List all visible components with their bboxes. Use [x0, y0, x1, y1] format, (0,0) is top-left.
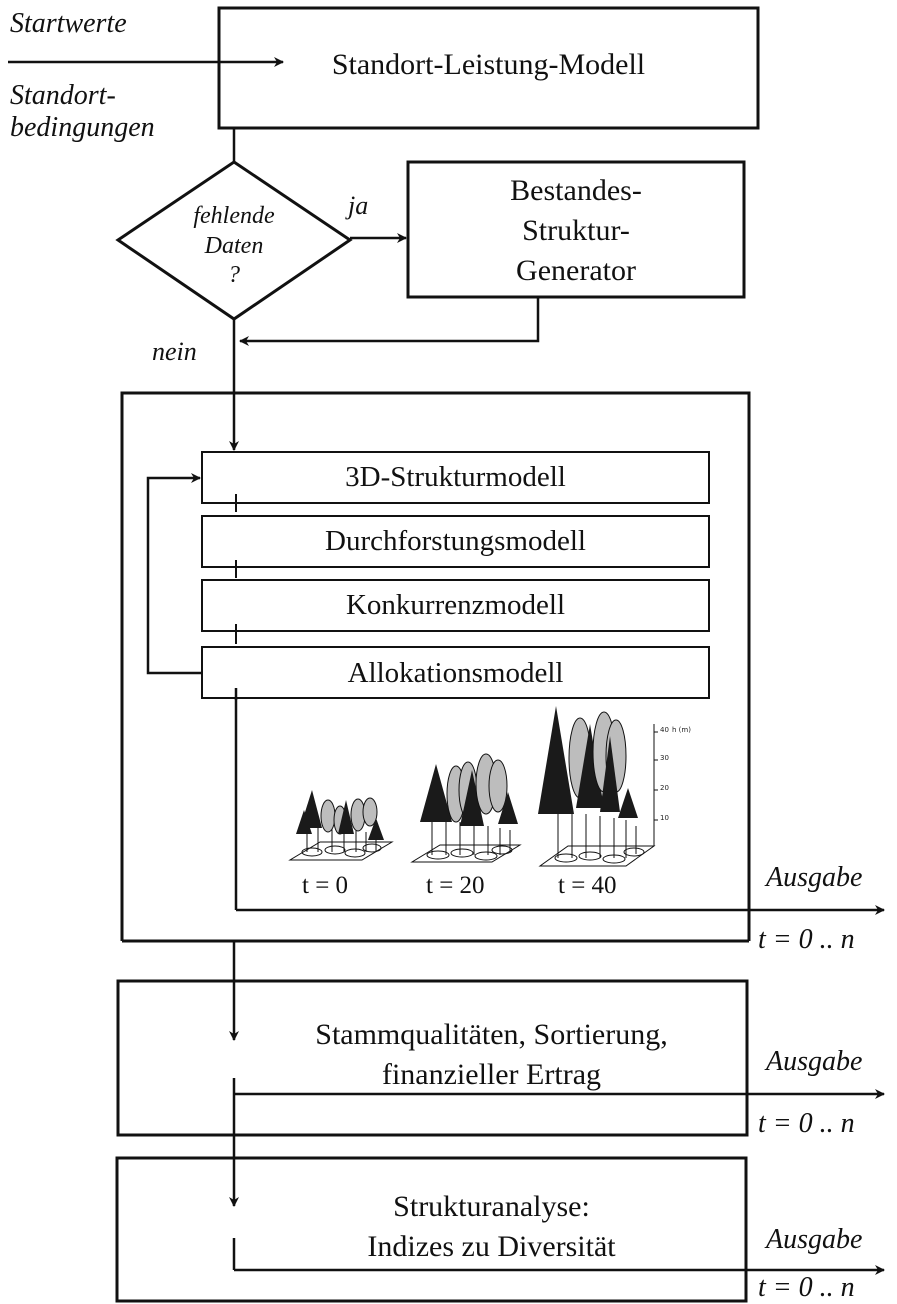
lower-panel-lines: [115, 700, 885, 1303]
submodel-box-3: [201, 579, 710, 632]
submodel-label-3: Konkurrenzmodell: [345, 589, 566, 621]
submodel-label-1: 3D-Strukturmodell: [345, 461, 566, 493]
generator-text-1: Bestandes-: [510, 174, 642, 207]
generator-text-2: Struktur-: [522, 214, 630, 247]
no-label: nein: [152, 337, 197, 366]
analysis-text-2: Indizes zu Diversität: [367, 1230, 616, 1263]
output-label-analysis: Ausgabe: [766, 1224, 863, 1255]
stand-illustrations-lower: [288, 706, 658, 867]
output-range-analysis: t = 0 .. n: [758, 1272, 855, 1303]
height-tick-10-lower: 10: [660, 814, 669, 822]
quality-text-2: finanzieller Ertrag: [381, 1058, 602, 1091]
height-tick-20-lower: 20: [660, 784, 669, 792]
submodel-label-2: Durchforstungsmodell: [325, 525, 586, 557]
decision-text-2: Daten: [204, 233, 264, 259]
decision-text-1: fehlende: [193, 203, 275, 229]
standort-label-line1: Standort-: [10, 80, 116, 111]
generator-box: [406, 160, 746, 299]
decision-text-3: ?: [228, 262, 240, 288]
analysis-text-1: Strukturanalyse:: [393, 1190, 590, 1223]
output-range-sim: t = 0 .. n: [758, 924, 855, 955]
generator-text-3: Generator: [516, 254, 636, 287]
output-range-quality: t = 0 .. n: [758, 1108, 855, 1139]
output-label-sim: Ausgabe: [766, 862, 863, 893]
standort-label-line2: bedingungen: [10, 112, 155, 143]
submodel-box-1: [201, 451, 710, 504]
lower-panel: 40 h (m) 30 20 10 t = 0 t = 20 t = 40 Au…: [0, 700, 897, 1304]
output-label-quality: Ausgabe: [766, 1046, 863, 1077]
standort-model-title: Standort-Leistung-Modell: [331, 48, 646, 81]
generator-return-arrow: [239, 297, 540, 346]
submodel-label-4: Allokationsmodell: [347, 657, 564, 689]
yes-label: ja: [348, 191, 369, 220]
feedback-loop-arrow: [146, 473, 202, 675]
startwerte-label: Startwerte: [10, 8, 127, 39]
time-label-t20-lower: t = 20: [426, 872, 485, 899]
standort-model-box: [217, 6, 760, 130]
time-label-t40-lower: t = 40: [558, 872, 617, 899]
analysis-box-outline: [115, 1156, 748, 1303]
height-tick-30-lower: 30: [660, 754, 669, 762]
time-label-t0-lower: t = 0: [302, 872, 349, 899]
quality-box-outline: [116, 979, 749, 1137]
height-axis-label-lower: h (m): [672, 726, 691, 734]
quality-text-1: Stammqualitäten, Sortierung,: [315, 1018, 668, 1051]
submodel-box-2: [201, 515, 710, 568]
height-tick-40-lower: 40: [660, 726, 669, 734]
